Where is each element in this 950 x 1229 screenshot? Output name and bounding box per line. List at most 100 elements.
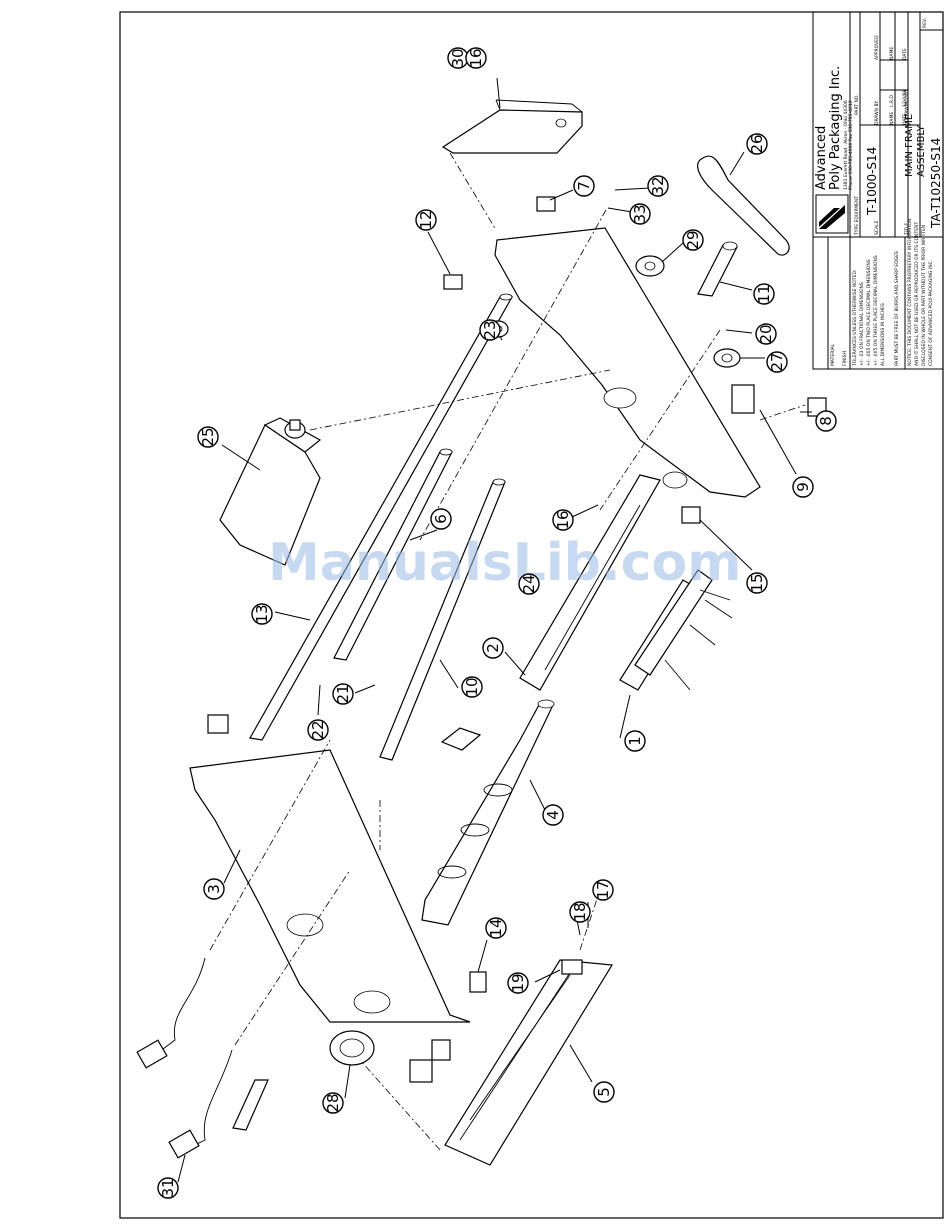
callout-33: 33	[629, 203, 651, 225]
sealer-assembly-1	[619, 569, 733, 691]
block-7	[536, 196, 556, 212]
svg-text:ALL DIMENSIONS IN INCHES: ALL DIMENSIONS IN INCHES	[880, 303, 886, 366]
callout-21: 21	[332, 683, 354, 705]
clip-14	[469, 971, 487, 993]
callout-label: 20	[757, 324, 775, 343]
rail-bracket	[440, 727, 482, 751]
callout-14: 14	[485, 917, 507, 939]
callout-15: 15	[746, 572, 768, 594]
block-left	[207, 714, 229, 734]
callout-label: 5	[595, 1087, 613, 1097]
callout-4: 4	[542, 804, 564, 826]
callout-label: 9	[794, 482, 812, 492]
motor-25	[219, 417, 322, 566]
callout-24: 24	[518, 573, 540, 595]
callout-7: 7	[573, 175, 595, 197]
callout-23: 23	[479, 319, 501, 341]
roller-4	[421, 702, 554, 926]
callout-label: 16	[554, 510, 572, 529]
callout-label: 24	[520, 574, 538, 593]
approved-date-label: DATE	[902, 48, 908, 60]
callout-label: 31	[159, 1178, 177, 1197]
callout-27: 27	[766, 351, 788, 373]
svg-text:DISCLOSED IN WHOLE OR PART WIT: DISCLOSED IN WHOLE OR PART WITHOUT THE P…	[921, 225, 927, 366]
callout-label: 28	[324, 1093, 342, 1112]
title-label: TITLE	[904, 223, 910, 236]
belt-26	[697, 155, 790, 256]
callout-label: 13	[253, 604, 271, 623]
part-no-label: PART NO.	[854, 94, 860, 115]
callout-label: 32	[649, 176, 667, 195]
drawn-date-label: DATE	[902, 113, 908, 125]
rail-2	[519, 474, 661, 691]
drawn-name-label: NAME	[889, 112, 895, 125]
sensor-cable	[154, 957, 206, 1056]
block-15	[681, 506, 701, 524]
svg-text:AND IT SHALL NOT BE USED OR RE: AND IT SHALL NOT BE USED OR REPRODUCED O…	[914, 221, 920, 366]
callout-32: 32	[647, 175, 669, 197]
callout-29: 29	[682, 229, 704, 251]
callout-label: 16	[467, 48, 485, 67]
scale-label: SCALE	[874, 220, 880, 235]
callout-label: 8	[817, 416, 835, 426]
callout-label: 17	[594, 880, 612, 899]
company-logo	[815, 194, 849, 234]
callout-6: 6	[430, 508, 452, 530]
type-equipment-label: TYPE EQUIPMENT	[854, 196, 860, 236]
callout-label: 3	[205, 884, 223, 894]
callout-label: 10	[463, 677, 481, 696]
callout-label: 6	[432, 514, 450, 524]
drawing-number: TA-T10250-S14	[929, 138, 943, 229]
drawing-title-line2: ASSEMBLY	[916, 124, 927, 177]
callout-label: 15	[748, 573, 766, 592]
svg-text:PART MUST BE FREE OF BURRS AND: PART MUST BE FREE OF BURRS AND SHARP EDG…	[894, 251, 900, 366]
parts-drawing	[136, 99, 827, 1166]
callout-19: 19	[507, 972, 529, 994]
approved-label: APPROVED	[874, 35, 880, 60]
callout-30: 30	[447, 47, 469, 69]
guide-5	[444, 959, 614, 1166]
callout-label: 27	[768, 352, 786, 371]
company-phone: Phone 330-785-4000 Fax 330-785-4010	[848, 100, 854, 190]
callout-label: 18	[571, 902, 589, 921]
callout-10: 10	[461, 676, 483, 698]
watermark: ManualsLib.com	[268, 533, 741, 593]
callout-25: 25	[197, 426, 219, 448]
callout-label: 29	[684, 230, 702, 249]
callout-5: 5	[593, 1081, 615, 1103]
callout-label: 7	[575, 181, 593, 191]
callout-1: 1	[624, 730, 646, 752]
callout-label: 19	[509, 973, 527, 992]
callout-label: 33	[631, 204, 649, 223]
shaft-11	[697, 244, 738, 297]
callout-13: 13	[251, 603, 273, 625]
callout-label: 26	[748, 134, 766, 153]
bracket-9	[731, 384, 755, 414]
callout-label: 30	[449, 48, 467, 67]
finish-label: FINISH	[842, 351, 848, 366]
svg-text:TOLERANCES UNLESS OTHERWISE NO: TOLERANCES UNLESS OTHERWISE NOTED:	[852, 270, 858, 367]
proprietary-notice: NOTICE: THIS DOCUMENT CONTAINS PROPRIETA…	[907, 219, 934, 366]
callout-label: 1	[626, 736, 644, 746]
standoff	[232, 1079, 269, 1131]
callout-label: 23	[481, 320, 499, 339]
guide-clip-19	[561, 959, 583, 975]
callout-label: 12	[417, 210, 435, 229]
callout-label: 4	[544, 810, 562, 820]
block-12	[443, 274, 463, 290]
callout-31: 31	[157, 1177, 179, 1199]
company-address: 1381 Everett Road · Akron · Ohio 44306	[843, 100, 849, 190]
callout-20: 20	[755, 323, 777, 345]
svg-text:NOTICE: THIS DOCUMENT CONTAINS: NOTICE: THIS DOCUMENT CONTAINS PROPRIETA…	[907, 219, 913, 366]
callout-2: 2	[482, 637, 504, 659]
title-block: Advanced Poly Packaging Inc. 1381 Everet…	[812, 11, 944, 370]
left-side-plate	[189, 749, 471, 1023]
drawing-title-line1: MAIN FRAME	[904, 114, 915, 177]
company-name-line1: Advanced	[814, 126, 829, 190]
cover-plate	[441, 109, 583, 154]
type-equipment-value: T-1000-S14	[865, 147, 879, 216]
callout-label: 21	[334, 684, 352, 703]
callout-16: 16	[552, 509, 574, 531]
callout-9: 9	[792, 476, 814, 498]
